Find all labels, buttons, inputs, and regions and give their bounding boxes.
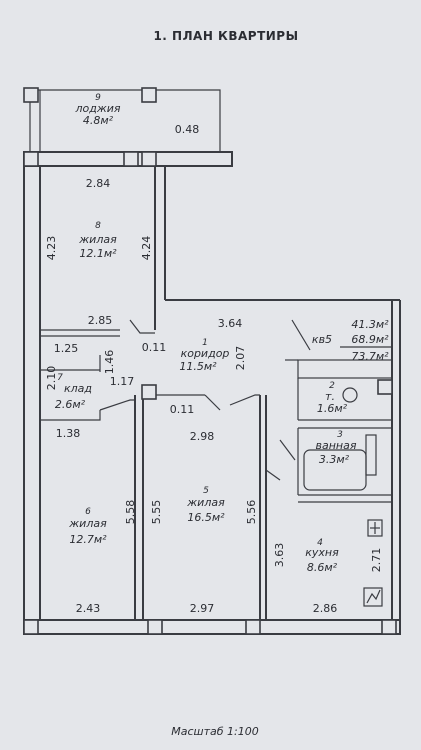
room-name: кухня <box>305 546 339 559</box>
room-number: 6 <box>85 507 91 517</box>
room-number: 7 <box>57 373 63 383</box>
room-name: ванная <box>316 439 357 452</box>
room-bedroom-6: 6 жилая 12.7м² <box>68 507 107 546</box>
room-name: жилая <box>78 233 117 246</box>
room-bedroom-8: 8 жилая 12.1м² <box>78 221 117 260</box>
dimension: 2.97 <box>190 602 215 615</box>
dimension: 5.56 <box>245 500 258 525</box>
dimension: 1.25 <box>54 342 79 355</box>
room-area: 4.8м² <box>83 114 114 127</box>
room-name: жилая <box>68 517 107 530</box>
total-living-area: 41.3м² <box>351 318 389 331</box>
room-name: жилая <box>186 496 225 509</box>
dimension: 2.85 <box>88 314 113 327</box>
dimension: 1.17 <box>110 375 135 388</box>
dimension: 4.23 <box>45 236 58 261</box>
room-number: 2 <box>329 381 335 391</box>
room-area: 12.7м² <box>69 533 107 546</box>
room-area: 3.3м² <box>319 453 350 466</box>
room-number: 3 <box>337 430 343 440</box>
dimension: 5.55 <box>150 500 163 525</box>
dimension: 0.11 <box>170 403 195 416</box>
dimension: 3.64 <box>218 317 243 330</box>
room-name: т. <box>325 390 335 403</box>
room-number: 5 <box>203 486 209 496</box>
room-area: 8.6м² <box>307 561 338 574</box>
dimension: 1.46 <box>103 350 116 375</box>
room-number: 9 <box>95 93 101 103</box>
room-living-5: 5 жилая 16.5м² <box>186 486 225 524</box>
room-wc: 2 т. 1.6м² <box>317 381 348 415</box>
room-kitchen: 4 кухня 8.6м² <box>305 538 339 574</box>
scale-label: Масштаб 1:100 <box>171 725 258 738</box>
dimension: 2.98 <box>190 430 215 443</box>
dimension: 4.24 <box>140 236 153 261</box>
room-name: коридор <box>181 347 230 360</box>
plan-title: 1. ПЛАН КВАРТИРЫ <box>153 29 298 43</box>
room-number: 1 <box>202 338 208 348</box>
room-area: 16.5м² <box>187 511 225 524</box>
dimension: 2.43 <box>76 602 101 615</box>
dimension: 0.11 <box>142 341 167 354</box>
apartment-label: кв5 <box>312 333 332 346</box>
columns <box>23 87 397 635</box>
dimension: 0.48 <box>175 123 200 136</box>
dimension: 5.58 <box>124 500 137 525</box>
room-bath: 3 ванная 3.3м² <box>316 430 357 466</box>
room-number: 8 <box>95 221 101 231</box>
room-loggia: 9 лоджия 4.8м² <box>74 93 120 127</box>
room-name: клад <box>64 382 92 395</box>
room-area: 12.1м² <box>79 247 117 260</box>
room-name: лоджия <box>74 102 120 115</box>
room-area: 11.5м² <box>179 360 217 373</box>
dimension: 2.71 <box>370 548 383 573</box>
area-totals: 41.3м² кв5 68.9м² 73.7м² <box>312 318 392 363</box>
room-storage: 7 клад 2.6м² <box>55 373 92 411</box>
room-area: 2.6м² <box>55 398 86 411</box>
room-area: 1.6м² <box>317 402 348 415</box>
total-area: 68.9м² <box>351 333 389 346</box>
room-corridor: 1 коридор 11.5м² <box>179 338 229 373</box>
dimension: 2.10 <box>45 366 58 391</box>
gross-area: 73.7м² <box>351 350 389 363</box>
dimension: 1.38 <box>56 427 81 440</box>
dimension: 2.07 <box>234 346 247 371</box>
dimension: 2.84 <box>86 177 111 190</box>
dimension: 2.86 <box>313 602 338 615</box>
room-number: 4 <box>317 538 323 548</box>
dimension: 3.63 <box>273 543 286 568</box>
dimensions: 0.48 2.84 4.23 4.24 2.85 3.64 0.11 2.07 … <box>45 123 383 615</box>
